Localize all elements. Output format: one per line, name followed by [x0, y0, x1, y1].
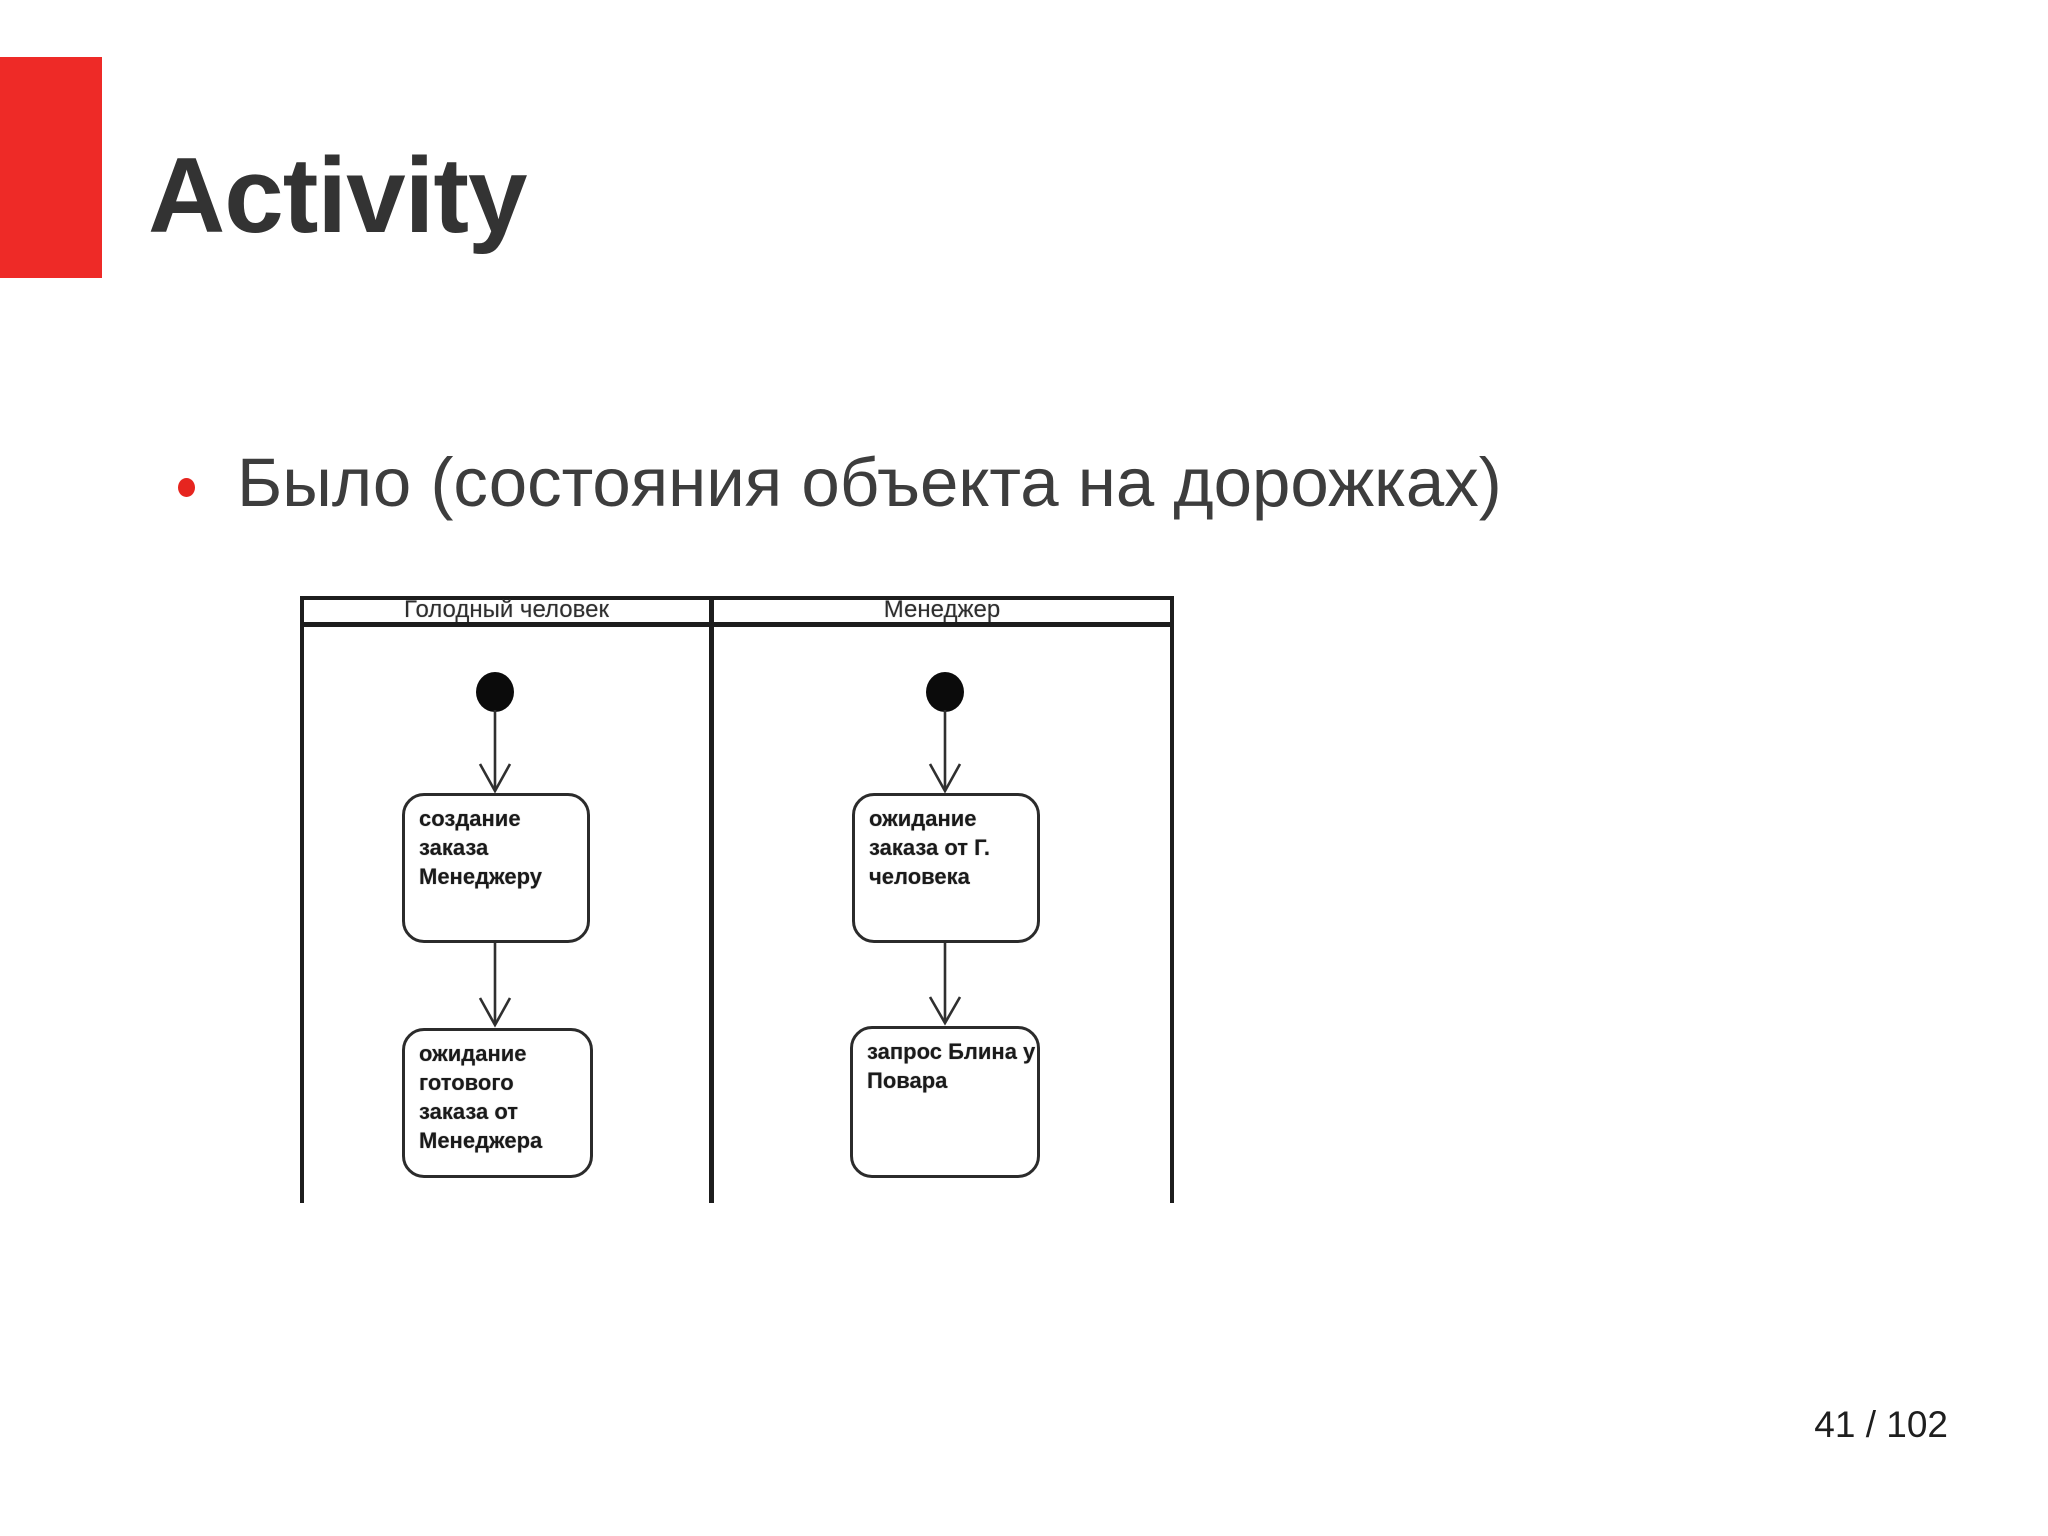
page-number: 41 / 102 — [1814, 1404, 1948, 1445]
red-accent-block — [0, 57, 102, 278]
action-state: ожидание заказа от Г. человека — [852, 793, 1040, 943]
action-text-line: заказа — [419, 835, 489, 860]
diagram-right-border — [1170, 596, 1174, 1203]
transition-arrow — [928, 943, 962, 1026]
action-text-line: создание — [419, 806, 521, 831]
action-text-line: ожидание — [419, 1041, 527, 1066]
action-text-line: готового — [419, 1070, 514, 1095]
action-text-line: ожидание — [869, 806, 977, 831]
diagram-left-border — [300, 596, 304, 1203]
lane-header-manager: Менеджер — [883, 595, 1001, 623]
header-bottom-border — [300, 622, 1174, 627]
bullet-text: Было (состояния объекта на дорожках) — [237, 444, 1502, 521]
action-text-line: Повара — [867, 1068, 948, 1093]
transition-arrow — [478, 710, 512, 794]
lane-header-hungry-man: Голодный человек — [404, 595, 609, 623]
action-text-line: Менеджера — [419, 1128, 543, 1153]
initial-node-icon — [476, 672, 514, 712]
action-text-line: заказа от — [419, 1099, 519, 1124]
transition-arrow — [478, 943, 512, 1028]
slide-title: Activity — [148, 135, 528, 255]
bullet-item: Было (состояния объекта на дорожках) — [178, 448, 1502, 538]
diagram-top-border — [300, 596, 1174, 600]
action-state: ожидание готового заказа от Менеджера — [402, 1028, 593, 1178]
action-text-line: заказа от Г. — [869, 835, 990, 860]
action-state: запрос Блина у Повара — [850, 1026, 1040, 1178]
transition-arrow — [928, 710, 962, 794]
action-state: создание заказа Менеджеру — [402, 793, 590, 943]
action-text-line: Менеджеру — [419, 864, 542, 889]
action-text-line: запрос Блина у — [867, 1039, 1036, 1064]
bullet-dot-icon — [178, 478, 195, 497]
swimlane-divider — [709, 596, 714, 1203]
initial-node-icon — [926, 672, 964, 712]
uml-activity-diagram: Голодный человек Менеджер создание заказ… — [300, 596, 1174, 1203]
action-text-line: человека — [869, 864, 970, 889]
